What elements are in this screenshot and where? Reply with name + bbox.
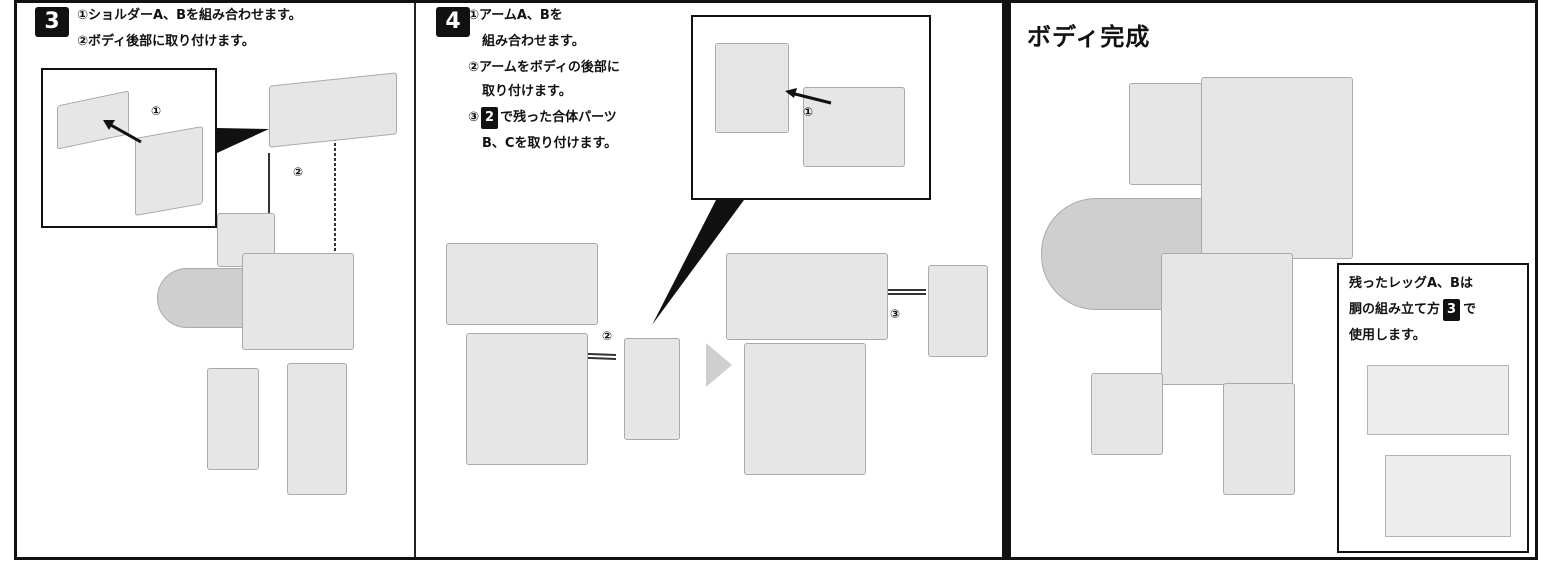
step-3-instruction-1: ①ショルダーA、Bを組み合わせます。	[77, 8, 302, 23]
step-4-instruction-3: ②アームをボディの後部に	[468, 60, 620, 75]
note-line-3: 使用します。	[1349, 328, 1426, 343]
completed-leg-right	[1223, 383, 1295, 495]
completion-title: ボディ完成	[1027, 23, 1151, 51]
robot-leg-right	[287, 363, 347, 495]
arm-assembly-part	[624, 338, 680, 440]
step-number-badge: 4	[436, 7, 470, 37]
step-4-panel: 4 ①アームA、Bを 組み合わせます。 ②アームをボディの後部に 取り付けます。…	[414, 3, 1002, 557]
callout-step-marker: ①	[151, 104, 162, 118]
leg-b-sheet	[1385, 455, 1511, 537]
step-ref-badge: 3	[1443, 299, 1461, 321]
arm-callout-box: ①	[691, 15, 931, 200]
combine-step-marker: ③	[890, 307, 901, 321]
completed-leg-left	[1091, 373, 1163, 455]
note-line-2-suffix: で	[1463, 302, 1477, 317]
step-4-instruction-4: 取り付けます。	[482, 84, 572, 99]
robot-leg-left	[207, 368, 259, 470]
step-4-instruction-5-rest: で残った合体パーツ	[500, 110, 617, 125]
step-ref-badge: 2	[481, 107, 499, 129]
shoulder-callout-box: ①	[41, 68, 217, 228]
callout-step-marker: ①	[803, 105, 814, 119]
step-4-instruction-2: 組み合わせます。	[482, 34, 585, 49]
step-4-instruction-5-prefix: ③	[468, 110, 480, 125]
completed-back-block	[1201, 77, 1353, 259]
body-after-legs	[744, 343, 866, 475]
callout-arrow	[103, 120, 142, 144]
step-3-instruction-2: ②ボディ後部に取り付けます。	[77, 34, 255, 49]
note-line-2-text: 胴の組み立て方	[1349, 302, 1441, 317]
arm-step-marker: ②	[602, 329, 613, 343]
instruction-sheet: 3 ①ショルダーA、Bを組み合わせます。 ②ボディ後部に取り付けます。 ① ②	[14, 0, 1538, 560]
arm-a-part	[715, 43, 789, 133]
step-3-panel: 3 ①ショルダーA、Bを組み合わせます。 ②ボディ後部に取り付けます。 ① ②	[17, 3, 413, 557]
note-line-1: 残ったレッグA、Bは	[1349, 276, 1473, 291]
body-before-legs	[466, 333, 588, 465]
callout-arrow	[785, 88, 832, 105]
next-arrow-icon	[706, 343, 732, 387]
body-before-torso	[446, 243, 598, 325]
step-number-badge: 3	[35, 7, 69, 37]
body-after-torso	[726, 253, 888, 340]
main-step-marker: ②	[293, 165, 304, 179]
step-4-instruction-1: ①アームA、Bを	[468, 8, 563, 23]
completed-torso	[1161, 253, 1293, 385]
leg-a-sheet	[1367, 365, 1509, 435]
step-4-instruction-6: B、Cを取り付けます。	[482, 136, 618, 151]
combine-part-bc	[928, 265, 988, 357]
robot-torso	[242, 253, 354, 350]
